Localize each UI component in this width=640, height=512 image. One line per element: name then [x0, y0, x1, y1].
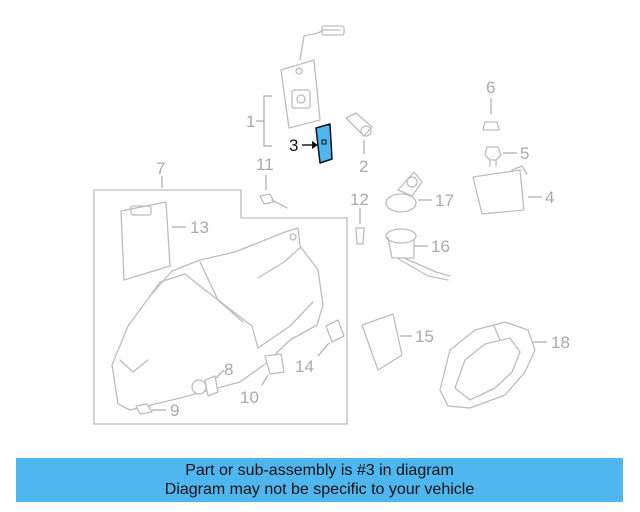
callout-11: 11: [256, 155, 274, 174]
callout-2: 2: [359, 157, 368, 176]
part-6-screw: [482, 98, 500, 131]
callout-8: 8: [224, 360, 233, 379]
callout-15: 15: [415, 327, 434, 346]
callout-10: 10: [240, 388, 259, 407]
callout-12: 12: [350, 190, 369, 209]
callout-5: 5: [520, 144, 529, 163]
part-10-retainer: [261, 353, 285, 386]
callout-9: 9: [170, 401, 179, 420]
part-2-actuator: [345, 112, 373, 154]
part-9-clip: [135, 403, 166, 415]
callout-6: 6: [486, 78, 495, 97]
callout-1: 1: [246, 112, 255, 131]
part-1-fuel-door-assembly: [256, 25, 345, 147]
part-12-pin: [355, 208, 365, 245]
callout-18: 18: [551, 333, 570, 352]
callout-16: 16: [431, 237, 450, 256]
part-4-bracket: [472, 165, 542, 215]
part-18-wheelhouse-liner: [439, 321, 547, 409]
part-14-latch: [317, 319, 345, 357]
callout-17: 17: [435, 191, 454, 210]
callout-3: 3: [289, 136, 298, 155]
banner-line-disclaimer: Diagram may not be specific to your vehi…: [164, 481, 475, 498]
part-8-fastener: [191, 369, 225, 397]
part-15-trim-piece: [361, 313, 412, 371]
part-7-quarter-trim-panel: [111, 227, 324, 411]
part-11-screw: [259, 175, 288, 209]
part-3-bracket-highlighted: [302, 123, 333, 164]
callout-13: 13: [190, 218, 209, 237]
part-16-filler-pipe: [385, 228, 451, 281]
part-5-clip: [484, 146, 517, 167]
part-17-fuel-cap: [385, 171, 432, 213]
callout-7: 7: [156, 159, 165, 178]
banner-line-part-number: Part or sub-assembly is #3 in diagram: [185, 462, 454, 479]
callout-4: 4: [545, 188, 554, 207]
callout-14: 14: [295, 357, 314, 376]
part-13-panel: [120, 201, 186, 281]
part-7-box-outline: [93, 189, 348, 425]
info-banner: Part or sub-assembly is #3 in diagram Di…: [16, 458, 623, 502]
